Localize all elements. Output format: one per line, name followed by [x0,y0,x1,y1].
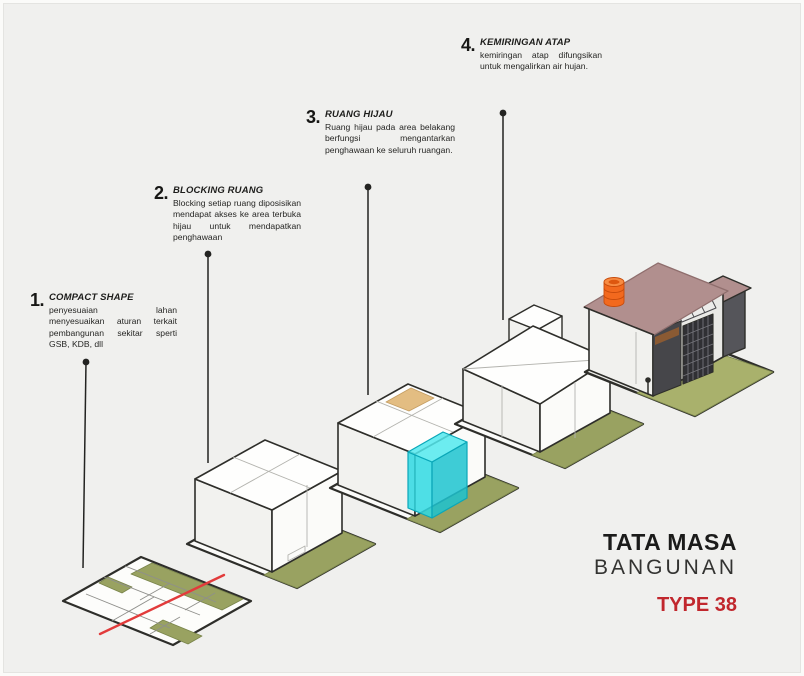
stage-5-final-house-illustration [584,263,773,416]
annotation-1-body: penyesuaian lahan menyesuaikan aturan te… [49,305,178,350]
leader-dot-4 [499,109,507,117]
type-label: TYPE 38 [656,594,737,616]
annotation-4-title: KEMIRINGAN ATAP [480,37,571,48]
leader-line-1 [82,358,90,568]
annotation-3: 3. RUANG HIJAU Ruang hijau pada area bel… [306,107,464,156]
annotation-2: 2. BLOCKING RUANG Blocking setiap ruang … [154,183,310,244]
roof-partition-lines [230,454,310,547]
annotation-2-number: 2. [154,183,169,203]
annotation-1-title: COMPACT SHAPE [49,292,134,303]
wood-accent-band [655,327,679,345]
annotation-4-number: 4. [461,35,476,55]
annotation-1: 1. COMPACT SHAPE penyesuaian lahan menye… [30,290,186,351]
door-notch [288,546,305,561]
lattice-screen [683,314,713,384]
tan-roof-patch [386,388,434,411]
annotation-1-number: 1. [30,290,45,310]
roof-partition-lines [373,398,453,437]
annotation-3-body: Ruang hijau pada area belakang berfungsi… [325,122,456,155]
annotation-4: 4. KEMIRINGAN ATAP kemiringan atap difun… [461,35,611,73]
annotation-3-title: RUANG HIJAU [325,109,393,120]
title-block: TATA MASA BANGUNAN TYPE 38 [593,529,737,616]
massing-seam-lines [463,359,610,438]
leader-dot-1 [82,358,90,366]
stage-3-green-space-illustration [330,384,518,532]
stage-4-roof-slope-illustration [455,305,643,468]
leader-dot-3 [364,183,372,191]
green-patch [131,563,243,610]
yard-plant [645,377,651,394]
water-tank [604,278,624,307]
annotation-2-title: BLOCKING RUANG [173,185,264,196]
annotation-3-number: 3. [306,107,321,127]
red-setback-line [100,575,224,634]
title-primary: TATA MASA [603,529,737,555]
stage-1-site-plan-illustration [63,557,251,645]
green-patch [150,620,202,644]
leader-dot-2 [204,250,212,258]
green-patch [99,577,132,593]
cyan-green-volume [408,432,467,518]
annotation-4-body: kemiringan atap difungsikan untuk mengal… [480,50,603,72]
leader-line-3 [364,183,372,395]
leader-line-2 [204,250,212,463]
floor-plan-walls [86,566,216,634]
stage-2-blocking-illustration [187,440,375,588]
title-secondary: BANGUNAN [593,556,737,579]
leader-line-4 [499,109,507,320]
annotation-2-body: Blocking setiap ruang diposisikan mendap… [173,198,302,243]
